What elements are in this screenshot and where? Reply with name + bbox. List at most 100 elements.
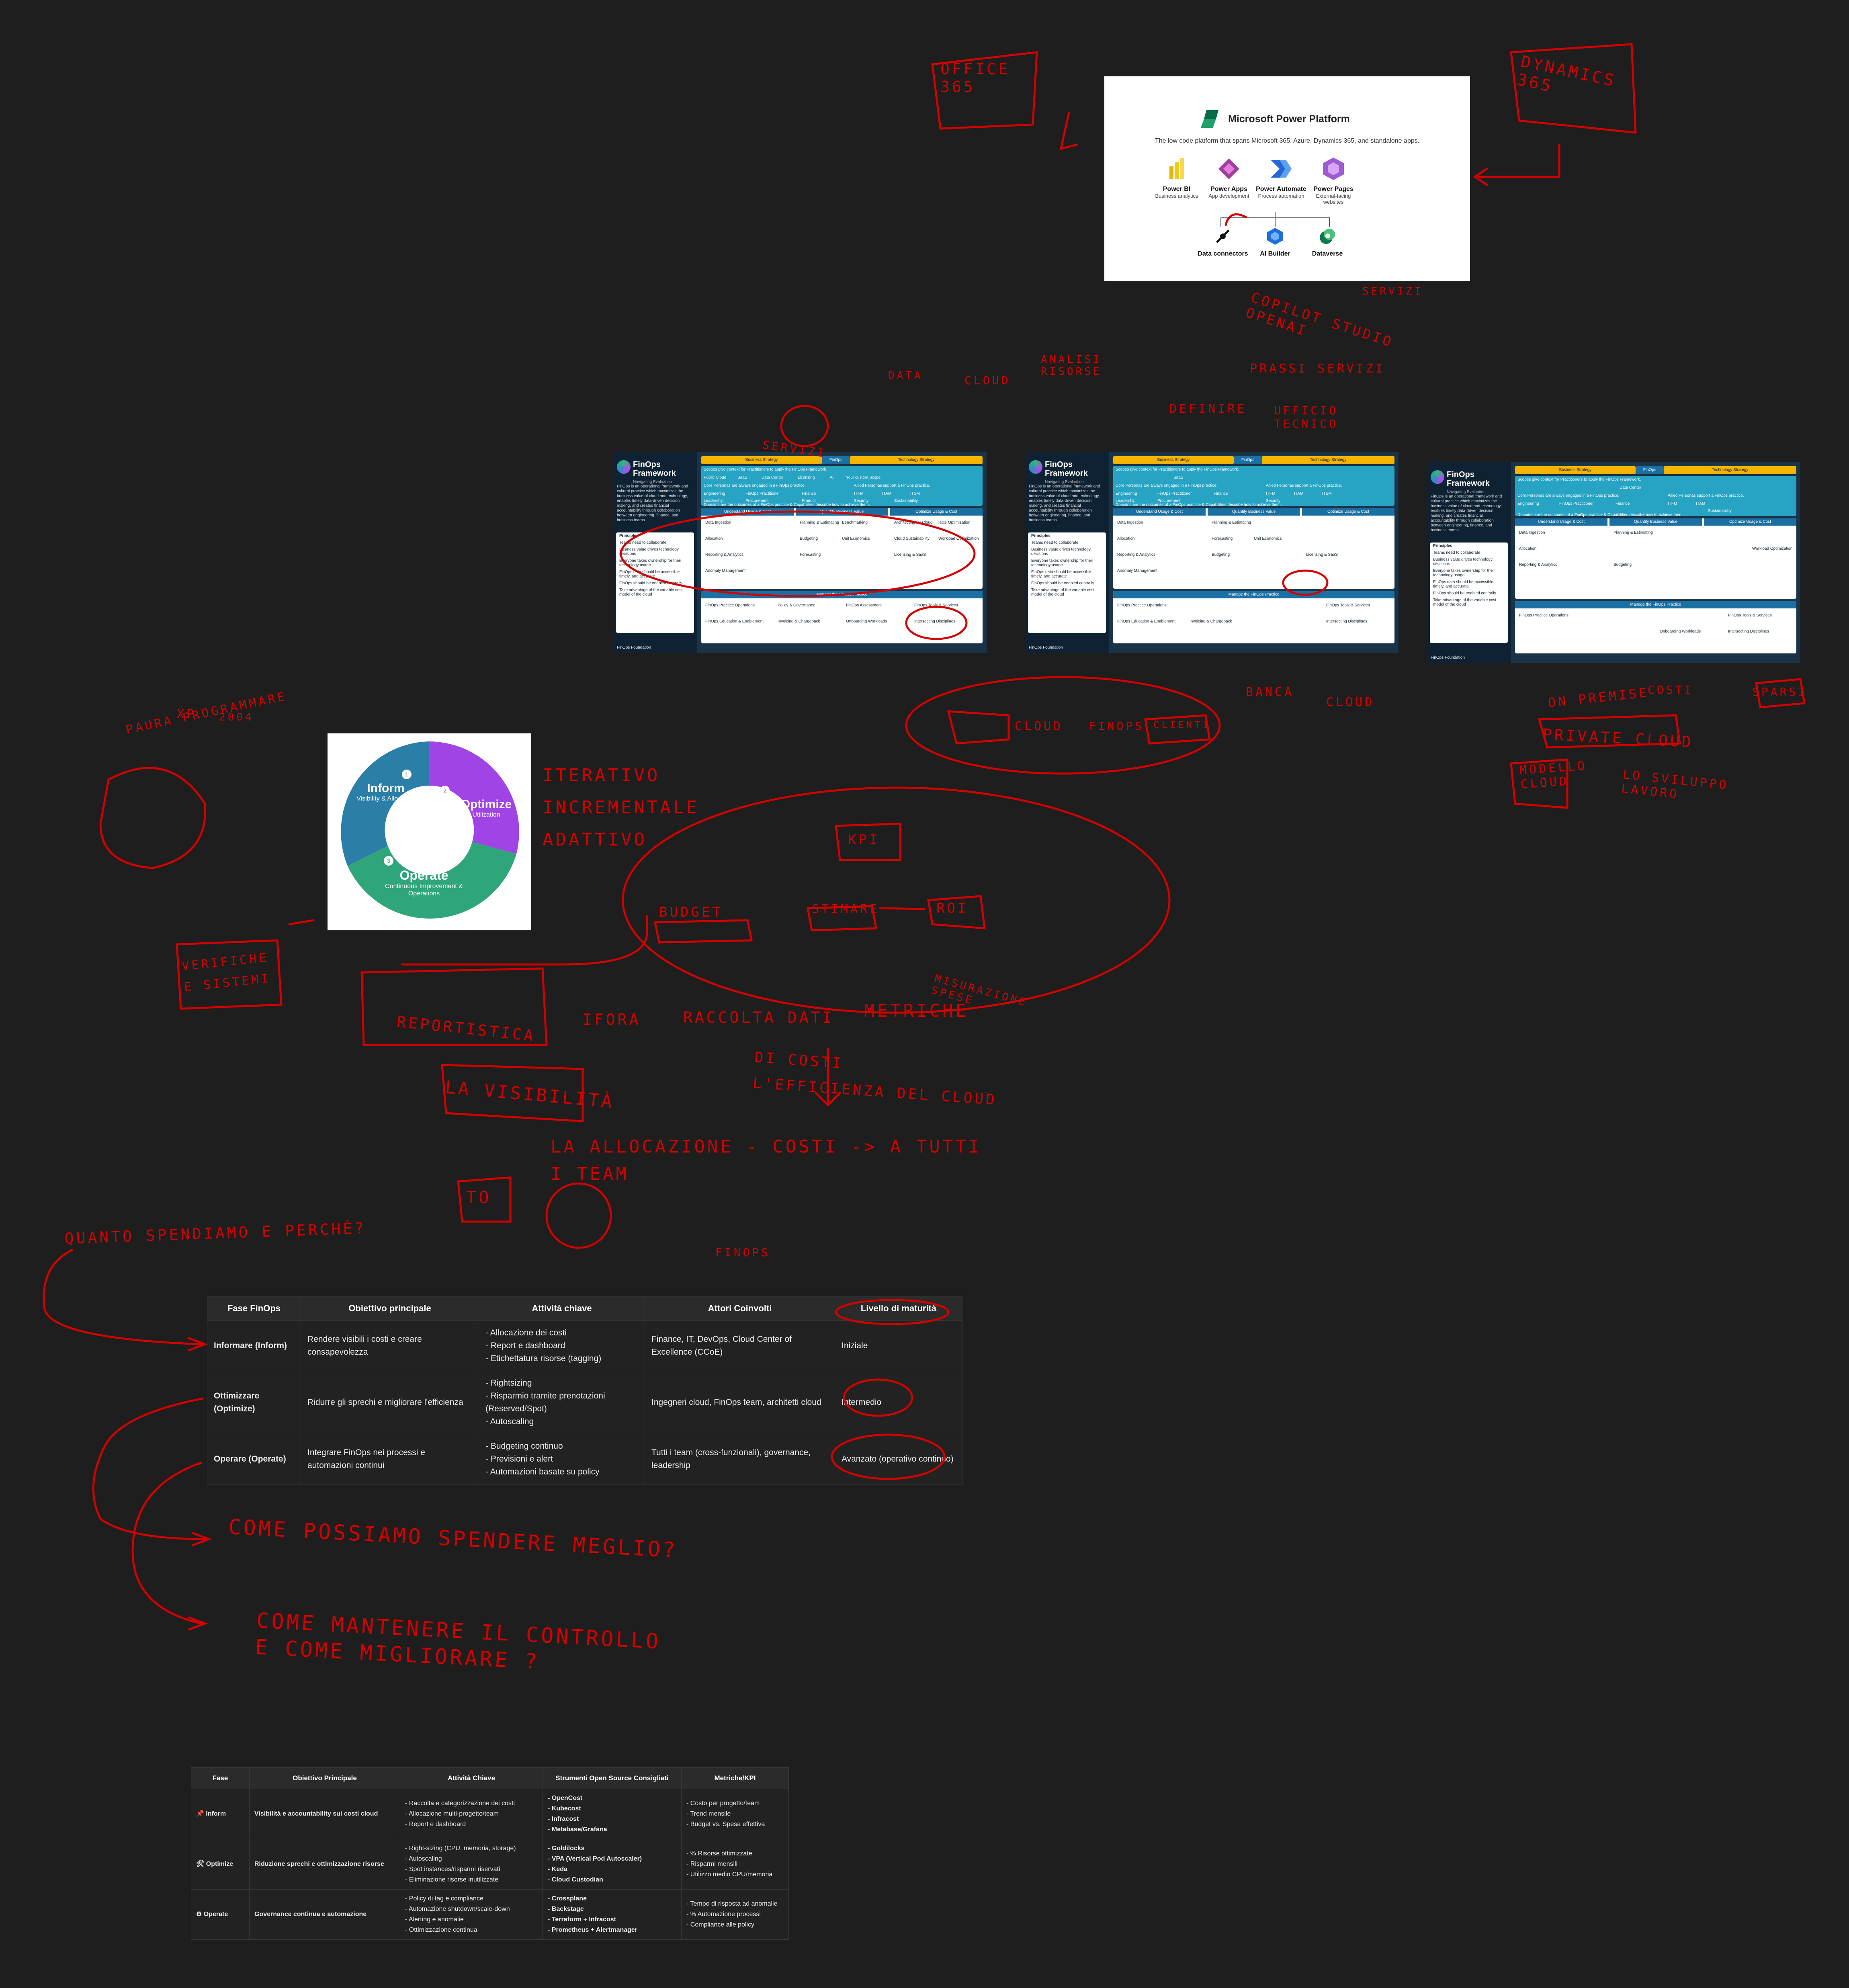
table-row: 🛠 Optimize Riduzione sprechi e ottimizza… [191, 1839, 789, 1890]
kpi-cell: - % Risorse ottimizzate- Risparmi mensil… [681, 1839, 789, 1890]
phase-cell: 📌 Inform [191, 1789, 250, 1839]
tools-cell: - Crossplane- Backstage- Terraform + Inf… [543, 1889, 682, 1940]
tools-cell: - Goldilocks- VPA (Vertical Pod Autoscal… [543, 1839, 682, 1890]
domains-panel: Domains are the outcomes of a FinOps pra… [1515, 513, 1796, 599]
table-row: Ottimizzare (Optimize) Ridurre gli sprec… [207, 1371, 962, 1434]
power-platform-title: Microsoft Power Platform [1228, 113, 1350, 125]
handwritten-note: TO [466, 1187, 491, 1207]
handwritten-note: ITERATIVO INCREMENTALE ADATTIVO [543, 765, 699, 850]
framework-description: FinOps is an operational framework and c… [1431, 494, 1502, 532]
column-header: Strumenti Open Source Consigliati [543, 1767, 682, 1789]
column-header: Attori Coinvolti [645, 1296, 835, 1321]
technology-strategy-bar: Technology Strategy [1664, 466, 1796, 474]
handwritten-note: STIMARE [812, 902, 880, 916]
finops-foundation-label: FinOps Foundation [617, 645, 651, 650]
manage-practice-panel: Manage the FinOps Practice FinOps Practi… [1113, 591, 1394, 643]
table-header-row: Fase Obiettivo Principale Attività Chiav… [191, 1767, 789, 1789]
handwritten-note: FINOPS [1089, 719, 1145, 733]
step-badge-2: 2 [440, 786, 450, 795]
handwritten-note: SPARSI [1752, 685, 1808, 698]
framework-main: Business Strategy FinOps Technology Stra… [1113, 456, 1394, 649]
kpi-cell: - Costo per progetto/team- Trend mensile… [681, 1789, 789, 1839]
goal-cell: Ridurre gli sprechi e migliorare l'effic… [301, 1371, 479, 1434]
scopes-personas-panel: Scopes give context for Practitioners to… [1515, 476, 1796, 516]
finops-logo-icon [617, 460, 631, 474]
column-header: Attività chiave [479, 1296, 645, 1321]
finops-phases-table: Fase FinOps Obiettivo principale Attivit… [207, 1296, 962, 1484]
finops-foundation-label: FinOps Foundation [1029, 645, 1063, 650]
column-header: Fase FinOps [207, 1296, 301, 1321]
table-row: Informare (Inform) Rendere visibili i co… [207, 1321, 962, 1371]
column-header: Obiettivo principale [301, 1296, 479, 1321]
dataverse-item: Dataverse [1299, 227, 1356, 258]
handwritten-note: CLOUD [1015, 719, 1063, 733]
actors-cell: Finance, IT, DevOps, Cloud Center of Exc… [645, 1321, 835, 1371]
pin-icon: 📌 [196, 1810, 206, 1817]
handwritten-note: PRASSI SERVIZI [1250, 362, 1385, 376]
data-connectors-icon [1216, 229, 1230, 243]
activities-cell: - Right-sizing (CPU, memoria, storage)- … [400, 1839, 543, 1890]
activities-cell: - Raccolta e categorizzazione dei costi-… [400, 1789, 543, 1839]
finops-lifecycle-image: Inform Visibility & Allocation Optimize … [328, 733, 531, 930]
actors-cell: Tutti i team (cross-funzionali), governa… [645, 1434, 835, 1484]
power-platform-image: Microsoft Power Platform The low code pl… [1104, 76, 1470, 281]
handwritten-note: IFORA [583, 1011, 641, 1028]
step-badge-3: 3 [384, 856, 393, 866]
activities-cell: - Budgeting continuo- Previsioni e alert… [479, 1434, 645, 1484]
wrench-icon: 🛠 [196, 1861, 206, 1867]
goal-cell: Governance continua e automazione [249, 1889, 400, 1940]
finops-logo-icon [1029, 460, 1042, 474]
handwritten-note: COSTI [1648, 683, 1694, 696]
handwritten-note: XP [177, 707, 197, 721]
table-row: ⚙ Operate Governance continua e automazi… [191, 1889, 789, 1940]
technology-strategy-bar: Technology Strategy [850, 456, 983, 464]
operate-segment: Operate Continuous Improvement & Operati… [385, 868, 463, 897]
handwritten-note: DATA [888, 370, 923, 382]
handwritten-note: OFFICE 365 [940, 60, 1010, 96]
power-bi-icon [1169, 158, 1184, 179]
scopes-personas-panel: Scopes give context for Practitioners to… [1113, 466, 1394, 506]
connector-lines [1220, 212, 1330, 227]
handwritten-note: ANALISI RISORSE [1041, 354, 1102, 378]
handwritten-note: CLOUD [1326, 695, 1375, 709]
power-apps-icon [1218, 158, 1239, 179]
gear-icon: ⚙ [196, 1911, 204, 1918]
handwritten-note: UFFICIO TECNICO [1274, 404, 1339, 430]
goal-cell: Integrare FinOps nei processi e automazi… [301, 1434, 479, 1484]
power-platform-subtitle: The low code platform that spans Microso… [1155, 137, 1420, 144]
handwritten-note: FINOPS [715, 1246, 771, 1259]
business-strategy-bar: Business Strategy [1515, 466, 1636, 474]
handwritten-note: DEFINIRE [1169, 402, 1247, 416]
manage-practice-panel: Manage the FinOps Practice FinOps Practi… [701, 591, 983, 643]
framework-description: FinOps is an operational framework and c… [1029, 484, 1100, 522]
handwritten-note: MODELLO CLOUD [1519, 759, 1588, 792]
framework-main: Business Strategy FinOps Technology Stra… [701, 456, 983, 649]
column-header: Attività Chiave [400, 1767, 543, 1789]
phase-cell: Operare (Operate) [207, 1434, 301, 1484]
technology-strategy-bar: Technology Strategy [1262, 456, 1394, 464]
handwritten-note: CLIENTI [1153, 719, 1211, 731]
business-strategy-bar: Business Strategy [1113, 456, 1234, 464]
power-platform-logo-icon [1201, 110, 1218, 128]
maturity-cell: Intermedio [835, 1371, 962, 1434]
ai-builder-icon [1267, 228, 1283, 245]
phase-cell: Ottimizzare (Optimize) [207, 1371, 301, 1434]
activities-cell: - Policy di tag e compliance- Automazion… [400, 1889, 543, 1940]
table-row: 📌 Inform Visibilità e accountability sui… [191, 1789, 789, 1839]
framework-description: FinOps is an operational framework and c… [617, 484, 688, 522]
